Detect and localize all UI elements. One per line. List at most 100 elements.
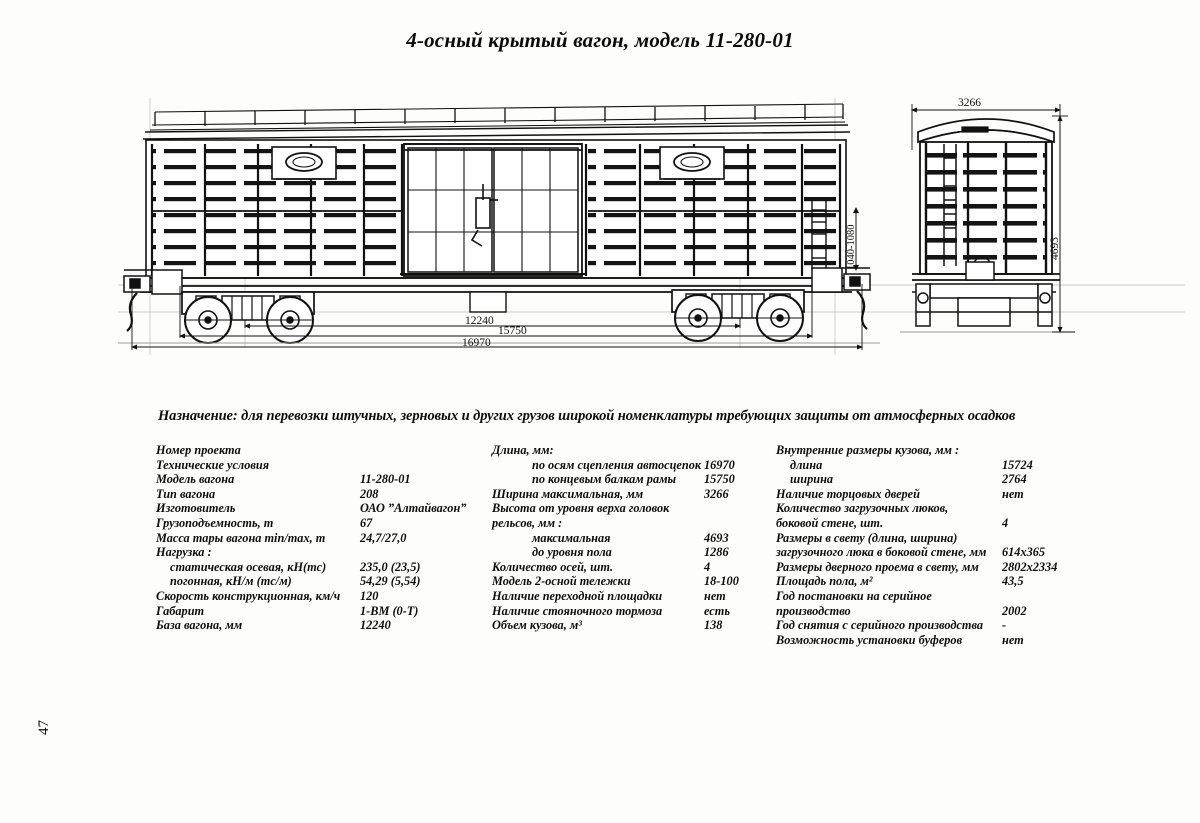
spec-value: 4 (1002, 515, 1009, 530)
purpose-line: Назначение: для перевозки штучных, зерно… (158, 408, 1168, 425)
spec-value: 15724 (1002, 457, 1033, 472)
spec-label: ширина (790, 472, 834, 487)
bogie-right (671, 289, 805, 342)
spec-value: нет (704, 588, 726, 603)
spec-label: Нагрузка : (156, 545, 212, 560)
spec-label: Наличие торцовых дверей (776, 486, 920, 501)
spec-label: Площадь пола, м² (776, 574, 873, 589)
spec-row: Год снятия с серийного производства- (776, 618, 1076, 633)
spec-value: 4693 (704, 530, 729, 545)
spec-value: 1-ВМ (0-Т) (360, 603, 419, 618)
spec-value: 138 (704, 618, 723, 633)
dim-floor-height (853, 207, 859, 271)
spec-label: Технические условия (156, 457, 270, 472)
spec-value: нет (1002, 486, 1024, 501)
bogie-left (181, 291, 315, 344)
spec-label: Количество осей, шт. (492, 559, 614, 574)
dimension-lines (131, 284, 863, 350)
spec-row: Объем кузова, м³ 138 (492, 618, 772, 633)
spec-value: 67 (360, 515, 373, 530)
spec-label: Скорость конструкционная, км/ч (156, 588, 341, 603)
spec-row: длина 15724 (776, 458, 1076, 473)
spec-label: по концевым балкам рамы (532, 472, 677, 487)
spec-label: Номер проекта (156, 443, 241, 457)
spec-value: 2764 (1002, 472, 1027, 487)
spec-label: Габарит (156, 603, 205, 618)
spec-value: 208 (360, 486, 379, 501)
spec-label: статическая осевая, кН(тс) (170, 559, 327, 574)
purpose-label: Назначение: (158, 408, 238, 424)
spec-value: ОАО ”Алтайвагон” (360, 501, 467, 516)
spec-row: рельсов, мм : (492, 516, 772, 531)
spec-row: погонная, кН/м (тс/м) 54,29 (5,54) (156, 574, 486, 589)
spec-label: Размеры в свету (длина, ширина) (776, 530, 958, 545)
loading-hatch-left (271, 146, 337, 180)
spec-row: Длина, мм: (492, 443, 772, 458)
spec-label: рельсов, мм : (492, 515, 563, 530)
coupler-left (123, 269, 183, 332)
spec-value: есть (704, 603, 730, 618)
spec-label: Модель вагона (156, 472, 235, 487)
spec-value: 54,29 (5,54) (360, 574, 421, 589)
spec-label: производство (776, 603, 851, 618)
spec-value: 2802х2334 (1002, 559, 1058, 574)
spec-row: статическая осевая, кН(тс) 235,0 (23,5) (156, 560, 486, 575)
spec-label: Объем кузова, м³ (492, 618, 582, 633)
spec-value: 1286 (704, 545, 729, 560)
spec-row: боковой стене, шт.4 (776, 516, 1076, 531)
spec-row: Внутренние размеры кузова, мм : (776, 443, 1076, 458)
spec-label: Размеры дверного проема в свету, мм (776, 559, 979, 574)
spec-row: Нагрузка : (156, 545, 486, 560)
spec-row: Высота от уровня верха головок (492, 501, 772, 516)
spec-row: Количество загрузочных люков, (776, 501, 1076, 516)
spec-value: 2002 (1002, 603, 1027, 618)
spec-row: Год постановки на серийное (776, 589, 1076, 604)
spec-label: Высота от уровня верха головок (492, 501, 670, 516)
spec-label: до уровня пола (532, 545, 612, 560)
spec-row: Наличие торцовых дверей нет (776, 487, 1076, 502)
spec-label: Возможность установки буферов (776, 632, 963, 647)
spec-row: Изготовитель ОАО ”Алтайвагон” (156, 501, 486, 516)
svg-text:12240: 12240 (465, 315, 494, 327)
spec-row: максимальная 4693 (492, 531, 772, 546)
spec-value: 16970 (704, 457, 735, 472)
page-title: 4-осный крытый вагон, модель 11-280-01 (406, 28, 794, 52)
purpose-text: для перевозки штучных, зерновых и других… (241, 408, 1016, 424)
spec-label: длина (790, 457, 823, 472)
end-elevation: 3266 4693 (900, 97, 1075, 333)
spec-row: производство 2002 (776, 604, 1076, 619)
spec-label: Год снятия с серийного производства (776, 618, 984, 633)
loading-hatch-right (659, 146, 725, 180)
spec-label: Количество загрузочных люков, (776, 501, 949, 516)
svg-text:15750: 15750 (498, 325, 527, 337)
spec-row: Размеры дверного проема в свету, мм 2802х… (776, 560, 1076, 575)
spec-value: 614х365 (1002, 545, 1046, 560)
spec-row: Количество осей, шт.4 (492, 560, 772, 575)
spec-label: Наличие переходной площадки (492, 588, 663, 603)
spec-value: 24,7/27,0 (360, 530, 407, 545)
spec-value: 18-100 (704, 574, 739, 589)
spec-label: погонная, кН/м (тс/м) (170, 574, 292, 589)
spec-label: Изготовитель (156, 501, 236, 516)
spec-row: Наличие переходной площадки нет (492, 589, 772, 604)
spec-label: Грузоподъемность, т (156, 515, 274, 530)
spec-value: 12240 (360, 618, 391, 633)
spec-column-right: Внутренние размеры кузова, мм :длина 1572… (776, 443, 1076, 647)
spec-label: Год постановки на серийное (776, 588, 932, 603)
spec-label: максимальная (532, 530, 611, 545)
spec-value: 235,0 (23,5) (360, 559, 421, 574)
spec-row: загрузочного люка в боковой стене, мм 614… (776, 545, 1076, 560)
svg-text:16970: 16970 (462, 337, 491, 349)
spec-label: загрузочного люка в боковой стене, мм (776, 545, 987, 560)
spec-row: Грузоподъемность, т 67 (156, 516, 486, 531)
spec-label: по осям сцепления автосцепок (532, 457, 702, 472)
spec-value: 3266 (704, 486, 729, 501)
